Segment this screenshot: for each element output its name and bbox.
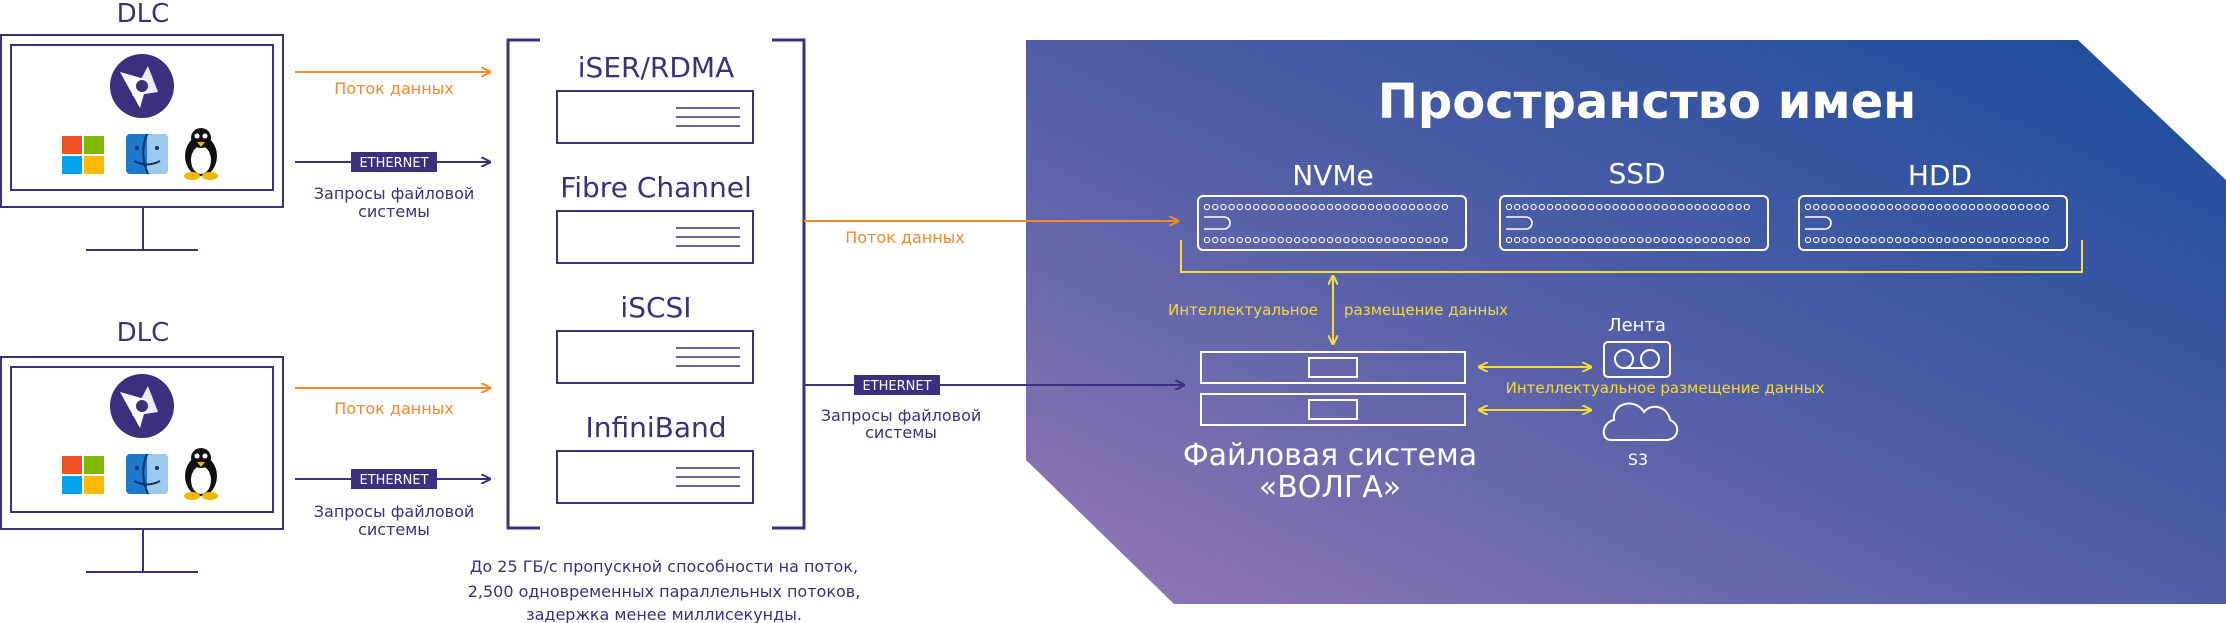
protocol-gateway: iSER/RDMA Fibre Channel iSCSI InfiniBand: [468, 38, 861, 623]
filesystem-node: [1200, 351, 1466, 384]
gateway-requests-line1: Запросы файловой: [821, 406, 982, 425]
smart-placement-full: Интеллектуальное размещение данных: [1506, 379, 1825, 397]
gateway-requests-line2: системы: [865, 423, 937, 442]
filesystem-node: [1200, 393, 1466, 426]
data-flow-label: Поток данных: [334, 399, 454, 418]
smart-placement-left: Интеллектуальное: [1168, 301, 1318, 319]
client-label: DLC: [117, 318, 170, 348]
tape-label: Лента: [1608, 315, 1666, 336]
protocol-card: [556, 210, 754, 264]
gateway-ethernet-label: ETHERNET: [862, 379, 931, 394]
tape-icon: [1603, 341, 1671, 378]
requests-label-line1: Запросы файловой: [314, 184, 475, 203]
linux-penguin-icon: [184, 448, 218, 500]
requests-label-line2: системы: [358, 520, 430, 539]
gateway-ethernet-badge: [854, 375, 940, 395]
ssd-drive-array: [1499, 195, 1769, 251]
throughput-note-line1: До 25 ГБ/с пропускной способности на пот…: [470, 557, 858, 576]
protocol-label: iSER/RDMA: [578, 51, 734, 84]
gateway-bracket-left: [506, 38, 540, 530]
protocol-card: [556, 90, 754, 144]
gateway-bracket-right: [772, 38, 806, 530]
monitor-screen: [10, 44, 274, 191]
hdd-drive-array: [1798, 195, 2068, 251]
smart-placement-right: размещение данных: [1344, 301, 1508, 319]
requests-label-line2: системы: [358, 202, 430, 221]
ethernet-badge: [351, 152, 437, 172]
monitor-screen: [10, 366, 274, 513]
windows-icon: [62, 456, 104, 494]
gateway-data-flow-label: Поток данных: [845, 228, 965, 247]
throughput-note-line2: 2,500 одновременных параллельных потоков…: [468, 582, 861, 601]
throughput-note-line3: задержка менее миллисекунды.: [526, 605, 802, 623]
namespace-title: Пространство имен: [1378, 74, 1917, 130]
mac-finder-icon: [126, 453, 168, 495]
volga-logo-icon: [110, 54, 174, 118]
protocol-card: [556, 450, 754, 504]
tier-label-nvme: NVMe: [1292, 159, 1373, 192]
storage-pool-bracket: [1180, 240, 2083, 273]
windows-icon: [62, 136, 104, 174]
volga-logo-icon: [110, 374, 174, 438]
linux-penguin-icon: [184, 128, 218, 180]
client-1: DLC: [0, 0, 490, 251]
ethernet-badge: [351, 469, 437, 489]
namespace-panel: [1026, 40, 2226, 604]
s3-label: S3: [1628, 450, 1648, 469]
namespace-content: Пространство имен NVMe SSD HDD Интеллект…: [1168, 74, 2083, 505]
filesystem-name-line2: «ВОЛГА»: [1259, 470, 1401, 505]
client-label: DLC: [117, 0, 170, 29]
tier-label-hdd: HDD: [1908, 159, 1972, 192]
tier-label-ssd: SSD: [1608, 157, 1665, 190]
filesystem-name-line1: Файловая система: [1183, 438, 1477, 473]
ethernet-label: ETHERNET: [359, 473, 428, 488]
data-flow-label: Поток данных: [334, 79, 454, 98]
ethernet-label: ETHERNET: [359, 156, 428, 171]
client-2: DLC: [0, 318, 490, 573]
cloud-icon: [1602, 402, 1679, 441]
protocol-label: iSCSI: [620, 291, 691, 324]
requests-label-line1: Запросы файловой: [314, 502, 475, 521]
protocol-label: InfiniBand: [585, 411, 726, 444]
protocol-label: Fibre Channel: [560, 171, 752, 204]
nvme-drive-array: [1197, 195, 1467, 251]
protocol-card: [556, 330, 754, 384]
mac-finder-icon: [126, 133, 168, 175]
